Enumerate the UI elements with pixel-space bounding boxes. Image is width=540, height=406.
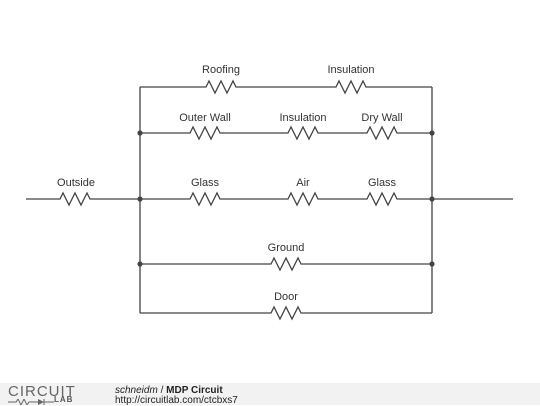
- junction-right-wall: [429, 130, 435, 136]
- label-dry-wall: Dry Wall: [361, 112, 402, 124]
- resistor-glass-left: [187, 191, 223, 207]
- resistor-insulation-top: [333, 79, 369, 95]
- attribution-separator: /: [160, 385, 164, 396]
- resistor-ground: [268, 256, 304, 272]
- resistor-outer-wall: [187, 125, 223, 141]
- resistor-glass-right: [364, 191, 400, 207]
- label-insulation-mid: Insulation: [279, 112, 326, 124]
- junction-left-wall: [137, 130, 143, 136]
- junction-right-main: [429, 196, 435, 202]
- label-ground: Ground: [268, 242, 305, 254]
- footer-bar: CIRCUIT LAB schneidm / MDP Circuit http:…: [0, 383, 540, 406]
- resistor-dry-wall: [364, 125, 400, 141]
- junction-right-ground: [429, 261, 435, 267]
- label-insulation-top: Insulation: [327, 64, 374, 76]
- resistor-outside: [57, 191, 95, 207]
- circuit-attribution: schneidm / MDP Circuit: [115, 385, 223, 396]
- circuitlab-logo[interactable]: CIRCUIT LAB: [8, 383, 98, 405]
- label-air: Air: [296, 177, 310, 189]
- label-outer-wall: Outer Wall: [179, 112, 231, 124]
- circuit-title[interactable]: MDP Circuit: [166, 385, 223, 396]
- junction-left-ground: [137, 261, 143, 267]
- logo-wire-icon: [8, 399, 54, 405]
- label-outside: Outside: [57, 177, 95, 189]
- resistor-door: [268, 305, 304, 321]
- label-roofing: Roofing: [202, 64, 240, 76]
- circuit-url-link[interactable]: http://circuitlab.com/ctcbxs7: [115, 395, 238, 406]
- author-name[interactable]: schneidm: [115, 385, 158, 396]
- label-glass-right: Glass: [368, 177, 397, 189]
- junction-left-main: [137, 196, 143, 202]
- label-glass-left: Glass: [191, 177, 220, 189]
- resistor-air: [285, 191, 321, 207]
- logo-text-circuit: CIRCUIT: [8, 383, 76, 400]
- resistor-insulation-mid: [285, 125, 321, 141]
- circuit-diagram: Outside Roofing Insulation Outer Wall In…: [26, 64, 513, 321]
- label-door: Door: [274, 291, 298, 303]
- resistor-roofing: [203, 79, 239, 95]
- logo-text-lab: LAB: [54, 395, 74, 404]
- wires: [26, 86, 513, 314]
